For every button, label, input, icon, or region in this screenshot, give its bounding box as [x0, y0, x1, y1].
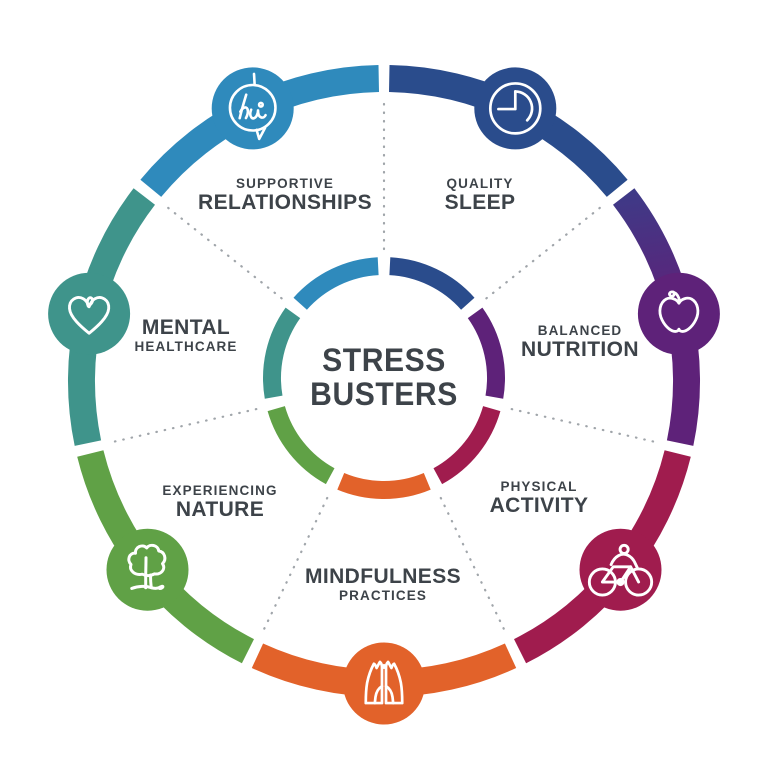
inner-ring — [263, 257, 505, 499]
divider-dotted-line — [262, 496, 329, 632]
icon-hub-circle — [579, 528, 662, 611]
label-line: PRACTICES — [339, 588, 427, 603]
inner-arc-physical-activity — [433, 406, 501, 485]
icon-hub-balanced-nutrition — [637, 272, 720, 355]
segment-arc-mental-healthcare — [67, 188, 155, 446]
label-balanced-nutrition: BALANCED NUTRITION — [521, 323, 639, 361]
segment-arc-supportive-relationships — [140, 65, 379, 197]
label-line: MENTAL — [141, 316, 231, 339]
bicycle-icon — [587, 543, 654, 597]
center-title: STRESS BUSTERS — [310, 343, 458, 411]
inner-arc-supportive-relationships — [293, 257, 379, 310]
label-mental-healthcare: MENTAL HEALTHCARE — [135, 317, 238, 355]
label-line: QUALITY — [446, 176, 514, 191]
hi-speech-bubble-icon — [228, 72, 277, 141]
icon-hub-circle — [637, 272, 720, 355]
divider-dotted-line — [111, 408, 258, 443]
center-title-line: BUSTERS — [310, 376, 458, 412]
inner-arc-balanced-nutrition — [467, 307, 505, 399]
label-line: SUPPORTIVE — [235, 176, 335, 191]
label-line: BALANCED — [537, 323, 623, 338]
label-line: NUTRITION — [521, 338, 639, 361]
apple-icon — [658, 290, 700, 333]
label-line: PHYSICAL — [500, 479, 578, 494]
label-line: MINDFULNESS — [304, 565, 462, 588]
label-line: RELATIONSHIPS — [198, 191, 372, 214]
clock-icon — [488, 82, 542, 135]
inner-arc-mental-healthcare — [263, 307, 301, 399]
icon-hub-circle — [343, 642, 425, 725]
segment-arc-balanced-nutrition — [613, 188, 701, 446]
label-line: EXPERIENCING — [162, 483, 278, 498]
center-title-line: STRESS — [322, 342, 446, 378]
label-line: NATURE — [175, 498, 265, 521]
icon-hub-mental-healthcare — [48, 272, 131, 355]
label-experiencing-nature: EXPERIENCING NATURE — [162, 483, 277, 521]
icon-hub-circle — [106, 528, 189, 611]
segment-arc-quality-sleep — [389, 65, 628, 197]
label-supportive-relationships: SUPPORTIVE RELATIONSHIPS — [198, 176, 372, 214]
icon-hub-physical-activity — [579, 528, 662, 611]
icon-hub-quality-sleep — [474, 67, 557, 150]
praying-hands-icon — [364, 660, 404, 705]
divider-dotted-line — [510, 408, 657, 443]
label-line: HEALTHCARE — [134, 339, 238, 354]
label-line: SLEEP — [444, 191, 516, 214]
icon-hub-circle — [211, 67, 294, 150]
icon-hub-circle — [48, 272, 131, 355]
divider-dotted-line — [165, 205, 283, 300]
divider-dotted-line — [485, 205, 603, 300]
label-quality-sleep: QUALITY SLEEP — [445, 176, 516, 214]
label-line: ACTIVITY — [489, 494, 589, 517]
tree-icon — [127, 543, 167, 590]
icon-hub-supportive-relationships — [211, 67, 294, 150]
segment-arc-physical-activity — [514, 450, 691, 664]
inner-arc-experiencing-nature — [267, 406, 335, 485]
inner-arc-mindfulness-practices — [337, 473, 431, 499]
label-mindfulness-practices: MINDFULNESS PRACTICES — [305, 566, 461, 604]
icon-hub-mindfulness-practices — [343, 642, 425, 725]
divider-dotted-lines — [111, 100, 657, 632]
heart-icon — [68, 296, 111, 335]
label-physical-activity: PHYSICAL ACTIVITY — [490, 479, 589, 517]
segment-arc-experiencing-nature — [77, 450, 254, 664]
inner-arc-quality-sleep — [389, 257, 475, 310]
divider-dotted-line — [439, 496, 506, 632]
icon-hub-experiencing-nature — [106, 528, 189, 611]
